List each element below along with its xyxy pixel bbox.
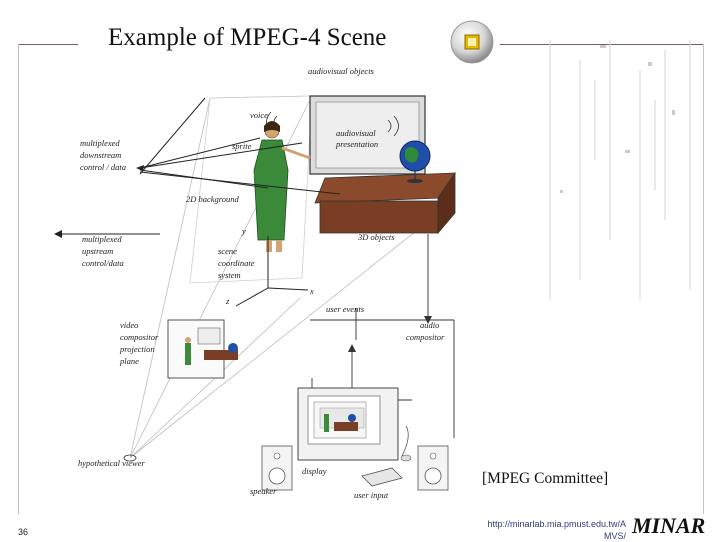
- frame-top-right-line: [500, 44, 704, 45]
- label-upstream-3: control/data: [82, 258, 124, 268]
- decorative-streaks: [549, 40, 691, 300]
- label-hypothetical-viewer: hypothetical viewer: [78, 458, 145, 468]
- label-user-events: user events: [326, 304, 365, 314]
- label-sprite: sprite: [232, 141, 252, 151]
- background-plane: [189, 95, 313, 284]
- presenter-dress: [253, 139, 289, 241]
- frame-right-line: [703, 44, 704, 514]
- label-av-presentation-2: presentation: [335, 139, 378, 149]
- label-2d-background: 2D background: [186, 194, 240, 204]
- label-downstream-1: multiplexed: [80, 138, 120, 148]
- label-audio-compositor-2: compositor: [406, 332, 445, 342]
- label-video-compositor-3: projection: [119, 344, 155, 354]
- label-downstream-3: control / data: [80, 162, 126, 172]
- brand-logo: MINAR: [632, 513, 706, 538]
- label-speaker: speaker: [250, 486, 277, 496]
- label-video-compositor-1: video: [120, 320, 138, 330]
- label-upstream-2: upstream: [82, 246, 113, 256]
- footer-url-line-2[interactable]: MVS/: [603, 531, 626, 541]
- desk: [314, 172, 456, 204]
- frame-left-line: [18, 44, 19, 514]
- label-video-compositor-2: compositor: [120, 332, 159, 342]
- label-audio-compositor-1: audio: [420, 320, 439, 330]
- label-voice: voice: [250, 110, 268, 120]
- title-ornament-icon: [450, 20, 494, 64]
- label-scene-coord-1: scene: [218, 246, 237, 256]
- label-user-input: user input: [354, 490, 389, 500]
- footer-url[interactable]: http://minarlab.mia.pmust.edu.tw/A MVS/: [470, 518, 626, 542]
- label-upstream-1: multiplexed: [82, 234, 122, 244]
- label-audiovisual-objects: audiovisual objects: [308, 66, 375, 76]
- figure-caption: [MPEG Committee]: [482, 470, 609, 487]
- label-axis-y: y: [241, 226, 246, 236]
- slide-title: Example of MPEG-4 Scene: [108, 24, 387, 51]
- label-scene-coord-3: system: [218, 270, 241, 280]
- projection-plane: [167, 319, 225, 379]
- page-number: 36: [18, 527, 29, 537]
- footer-url-line-1[interactable]: http://minarlab.mia.pmust.edu.tw/A: [487, 519, 626, 529]
- keyboard: [361, 467, 403, 487]
- label-3d-objects: 3D objects: [357, 232, 395, 242]
- label-axis-z: z: [225, 296, 230, 306]
- mpeg4-scene-diagram: audiovisual objects voice sprite audiovi…: [54, 66, 456, 500]
- frame-top-left-line: [18, 44, 78, 45]
- label-axis-x: x: [309, 286, 314, 296]
- label-av-presentation-1: audiovisual: [336, 128, 376, 138]
- label-scene-coord-2: coordinate: [218, 258, 255, 268]
- label-video-compositor-4: plane: [119, 356, 139, 366]
- hypothetical-viewer-eye: [123, 454, 137, 462]
- label-display: display: [302, 466, 327, 476]
- label-downstream-2: downstream: [80, 150, 121, 160]
